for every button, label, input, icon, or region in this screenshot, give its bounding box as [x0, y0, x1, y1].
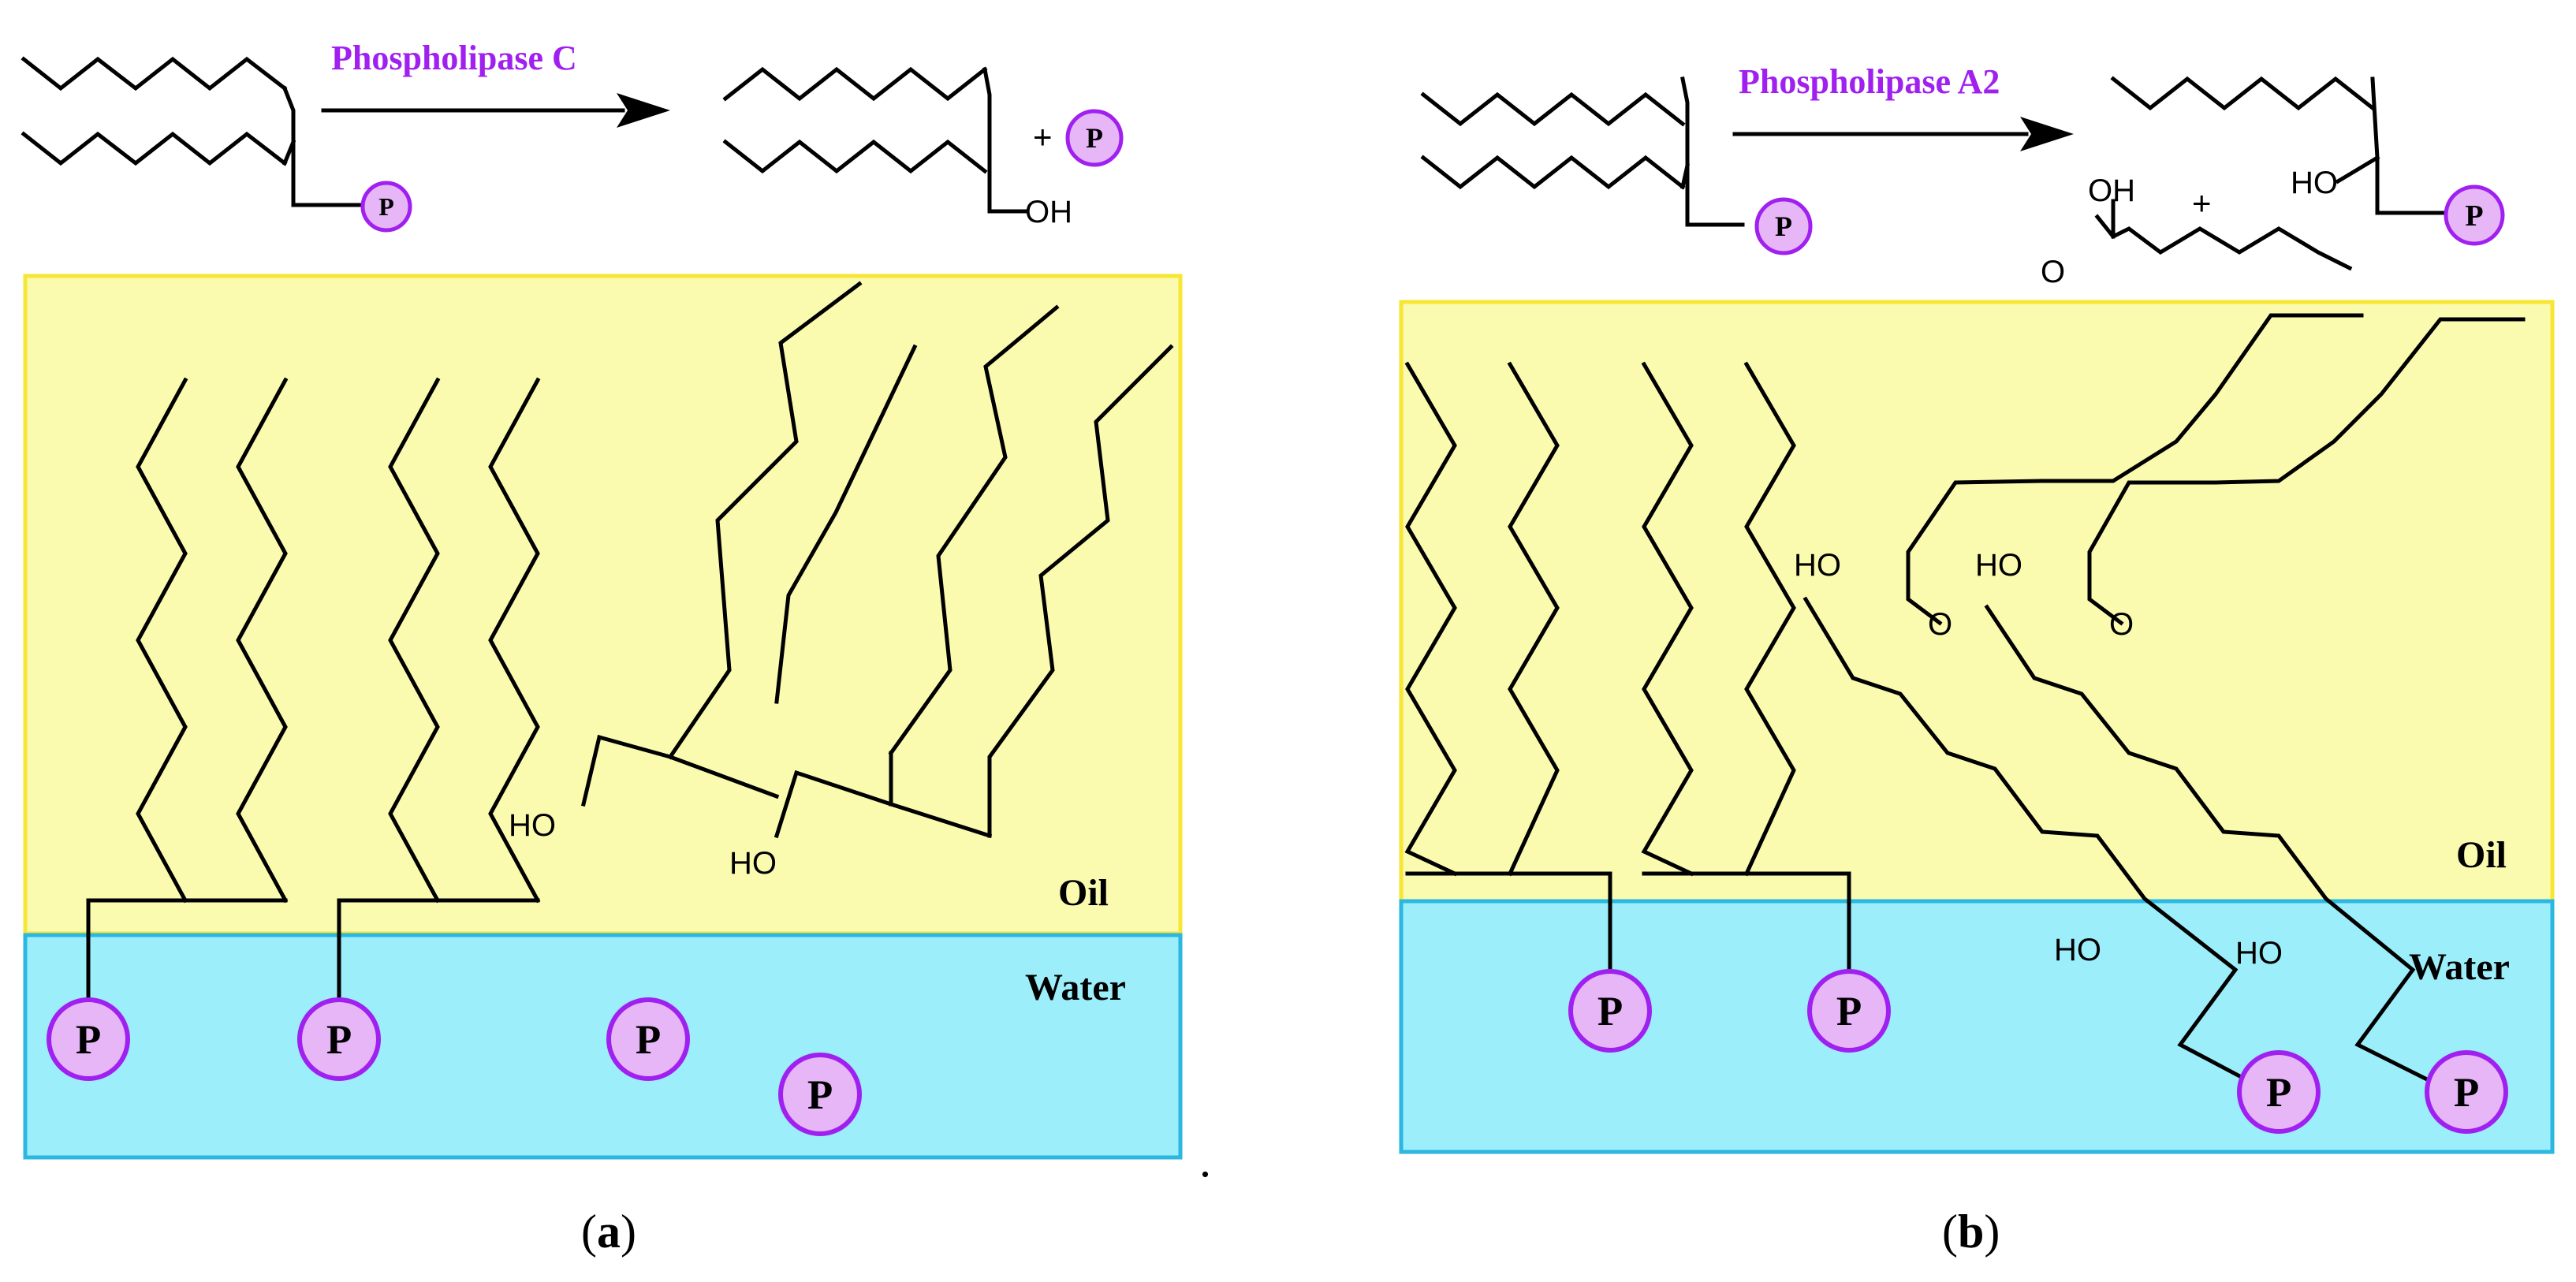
oil-label-b: Oil: [2456, 834, 2507, 876]
phosphate-p-icon: P: [606, 997, 690, 1081]
reactant-phospholipid-a: [21, 56, 373, 207]
reaction-arrow-a-head: [617, 93, 670, 128]
phosphate-p-label: P: [1597, 989, 1623, 1034]
oil-label-a: Oil: [1058, 872, 1109, 914]
o-label-b-acid1: O: [1928, 607, 1952, 642]
phosphate-p-icon: P: [2425, 1050, 2508, 1134]
diacylglycerols-a: [580, 281, 1174, 839]
plus-sign-a: +: [1033, 118, 1053, 155]
product-fatty-acid: [2094, 199, 2353, 271]
phosphate-groups: P P P P P P P P P P P P: [47, 109, 2508, 1136]
intact-phospholipids-a: [86, 377, 541, 999]
phosphate-p-icon: P: [1065, 109, 1124, 167]
intact-phospholipids-b: [1404, 361, 1851, 974]
oil-phase-a: [23, 274, 1183, 936]
phosphate-p-label: P: [1086, 122, 1103, 154]
trailing-dot: .: [1199, 1135, 1211, 1187]
phosphate-p-label: P: [1775, 211, 1792, 242]
phosphate-p-label: P: [326, 1017, 352, 1063]
phosphate-p-label: P: [2465, 199, 2483, 233]
panel-a: Phospholipase C OH +: [21, 39, 1211, 1258]
water-label-b: Water: [2409, 946, 2510, 988]
ho-label-b-lyso2: HO: [2235, 936, 2283, 971]
ho-label-a1: HO: [509, 808, 556, 843]
oh-label-a: OH: [1025, 195, 1072, 229]
reaction-arrow-b-head: [2020, 117, 2074, 151]
phosphate-p-label: P: [76, 1017, 101, 1063]
phosphate-p-icon: P: [360, 181, 412, 233]
phosphate-p-label: P: [378, 192, 394, 221]
phosphate-p-label: P: [2266, 1070, 2291, 1116]
phosphate-p-icon: P: [1807, 969, 1891, 1053]
panel-b: Phospholipase A2 HO OH O +: [1399, 62, 2555, 1258]
phosphate-p-label: P: [2454, 1070, 2479, 1116]
o-label-b-acid2: O: [2109, 607, 2134, 642]
ho-label-b-product: HO: [2291, 166, 2338, 200]
phosphate-p-label: P: [807, 1072, 833, 1118]
product-lysophospholipid: [2110, 76, 2447, 215]
caption-a: (a): [581, 1206, 636, 1258]
o-label-b: O: [2041, 255, 2065, 289]
ho-label-b-lyso1: HO: [2054, 933, 2101, 967]
phosphate-p-label: P: [1836, 989, 1862, 1034]
phosphate-p-icon: P: [778, 1053, 862, 1136]
phosphate-p-icon: P: [2444, 184, 2505, 246]
ho-label-b-acid2: HO: [1975, 548, 2022, 583]
phosphate-p-label: P: [636, 1017, 661, 1063]
free-fatty-acids-b: [1906, 313, 2526, 626]
lysophospholipids-b: [1802, 596, 2432, 1083]
plus-sign-b: +: [2192, 184, 2212, 222]
enzyme-label-pla2: Phospholipase A2: [1739, 62, 2000, 101]
phosphate-p-icon: P: [2237, 1050, 2321, 1134]
oh-label-b: OH: [2088, 173, 2135, 208]
oil-phase-b: [1399, 300, 2555, 904]
water-label-a: Water: [1025, 967, 1126, 1008]
enzyme-label-plc: Phospholipase C: [331, 39, 577, 77]
ho-label-b-acid1: HO: [1794, 548, 1841, 583]
ho-label-a2: HO: [729, 846, 777, 881]
water-phase-a: [23, 933, 1183, 1160]
phosphate-p-icon: P: [1754, 197, 1813, 255]
phosphate-p-icon: P: [1568, 969, 1652, 1053]
caption-b: (b): [1942, 1206, 2000, 1258]
phosphate-p-icon: P: [297, 997, 381, 1081]
product-diacylglycerol: [722, 66, 1027, 214]
phosphate-p-icon: P: [47, 997, 130, 1081]
reactant-phospholipid-b: [1420, 76, 1745, 227]
